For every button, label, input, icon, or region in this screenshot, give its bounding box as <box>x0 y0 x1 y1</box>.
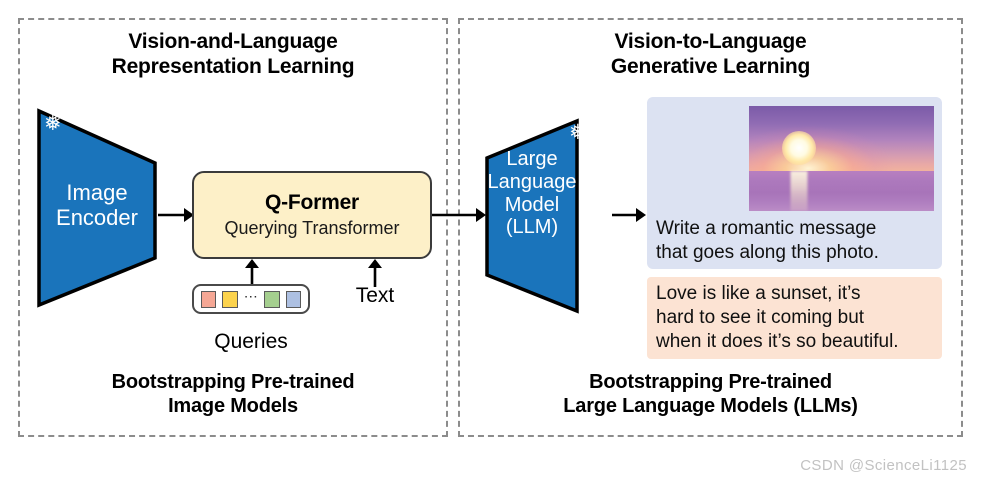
query-ellipsis: ⋯ <box>243 287 259 304</box>
left-panel-caption: Bootstrapping Pre-trained Image Models <box>111 371 355 417</box>
arrow-queries-to-qformer <box>245 259 259 287</box>
photo-sun-reflection <box>790 171 808 211</box>
image-encoder-shape <box>37 108 157 308</box>
sunset-over-ocean-photo <box>749 106 934 211</box>
large-language-model-block: Large Language Model (LLM) <box>484 118 580 314</box>
image-encoder-block: Image Encoder <box>36 108 158 308</box>
q-former-title: Q-Former <box>264 191 360 214</box>
arrow-encoder-to-qformer <box>158 208 194 222</box>
photo-sea <box>749 171 934 211</box>
arrow-qformer-to-llm <box>432 208 486 222</box>
q-former-block: Q-Former Querying Transformer <box>192 171 432 259</box>
query-token-2 <box>222 290 238 308</box>
text-input-label: Text <box>355 284 395 307</box>
arrow-text-to-qformer <box>368 259 382 287</box>
query-token-1 <box>201 290 217 308</box>
prompt-text: Write a romantic message that goes along… <box>656 218 879 263</box>
prompt-box: Write a romantic message that goes along… <box>647 97 942 269</box>
left-panel-title: Vision-and-Language Representation Learn… <box>111 30 355 78</box>
right-panel-title: Vision-to-Language Generative Learning <box>610 30 811 78</box>
query-token-3 <box>264 290 280 308</box>
answer-box: Love is like a sunset, it’s hard to see … <box>647 277 942 359</box>
right-panel-caption: Bootstrapping Pre-trained Large Language… <box>563 371 858 417</box>
panel-generative-learning <box>458 18 963 437</box>
arrow-llm-to-output <box>612 208 646 222</box>
photo-sun <box>781 131 816 165</box>
llm-shape <box>485 118 579 314</box>
query-tokens-group: ⋯ <box>192 284 310 314</box>
answer-text: Love is like a sunset, it’s hard to see … <box>656 283 899 352</box>
photo-sky <box>749 106 934 172</box>
watermark: CSDN @ScienceLi1125 <box>800 457 967 474</box>
q-former-subtitle: Querying Transformer <box>224 218 400 238</box>
panel-representation-learning <box>18 18 448 437</box>
queries-label: Queries <box>214 330 288 353</box>
query-token-4 <box>285 290 301 308</box>
